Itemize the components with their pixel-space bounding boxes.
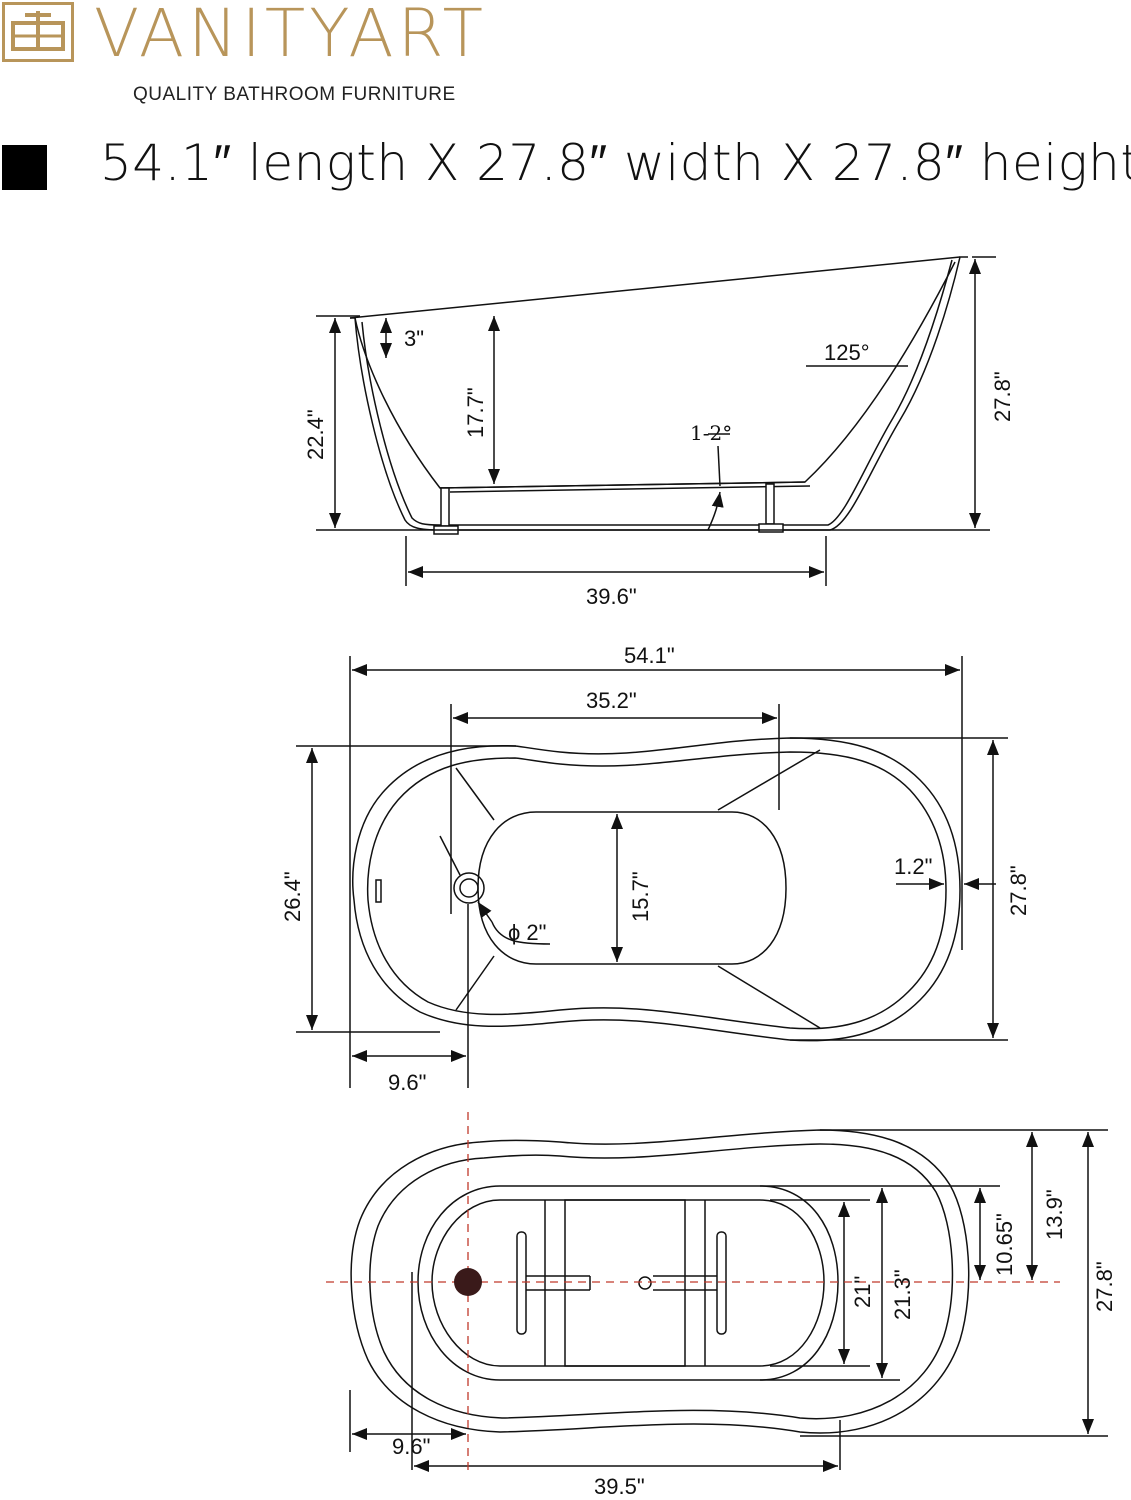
bottom-drain-offset-label: 9.6" bbox=[392, 1434, 430, 1459]
bottom-view-centerlines bbox=[326, 1112, 1060, 1470]
rim-depth-label: 3" bbox=[404, 326, 424, 351]
base-width-a-label: 21" bbox=[850, 1276, 875, 1308]
bullet-square bbox=[2, 145, 47, 190]
total-width-label: 27.8" bbox=[1006, 865, 1031, 916]
brand-name: VANITYART bbox=[94, 0, 487, 72]
back-angle-label: 125° bbox=[824, 340, 870, 365]
top-drain-offset-label: 9.6" bbox=[388, 1070, 426, 1095]
drain-diameter-label: ϕ 2" bbox=[508, 920, 546, 945]
length-label: 54.1" bbox=[624, 643, 675, 668]
bottom-total-width-label: 27.8" bbox=[1092, 1261, 1117, 1312]
bottom-view bbox=[349, 1129, 1108, 1472]
base-width-b-label: 21.3" bbox=[890, 1269, 915, 1320]
bottom-view-supports bbox=[516, 1231, 727, 1335]
front-height-label: 22.4" bbox=[303, 409, 328, 460]
overflow-drain-icon bbox=[453, 872, 485, 904]
side-view bbox=[316, 256, 996, 586]
floor-slope-label: 1-2° bbox=[690, 421, 732, 445]
top-view-tub-outline bbox=[352, 737, 961, 1042]
basin-width-label: 15.7" bbox=[628, 871, 653, 922]
drain-hole-icon bbox=[454, 1268, 482, 1296]
interior-width-label: 26.4" bbox=[280, 871, 305, 922]
base-length-label: 39.5" bbox=[594, 1474, 645, 1499]
interior-length-label: 35.2" bbox=[586, 688, 637, 713]
leg-span-label: 39.6" bbox=[586, 584, 637, 609]
top-view bbox=[296, 656, 1008, 1088]
vanity-logo-icon bbox=[2, 2, 74, 62]
brand-tagline: QUALITY BATHROOM FURNITURE bbox=[133, 84, 456, 105]
brand-logo: VANITYART QUALITY BATHROOM FURNITURE bbox=[0, 0, 640, 115]
drain-to-inner-label: 10.65" bbox=[992, 1213, 1017, 1276]
dimensions-headline: 54.1″ length X 27.8″ width X 27.8″ heigh… bbox=[100, 134, 1131, 192]
half-width-label: 13.9" bbox=[1042, 1189, 1067, 1240]
rim-thickness-label: 1.2" bbox=[894, 854, 932, 879]
total-height-label: 27.8" bbox=[990, 371, 1015, 422]
vanity-glyph-icon bbox=[11, 11, 65, 51]
interior-depth-label: 17.7" bbox=[463, 387, 488, 438]
